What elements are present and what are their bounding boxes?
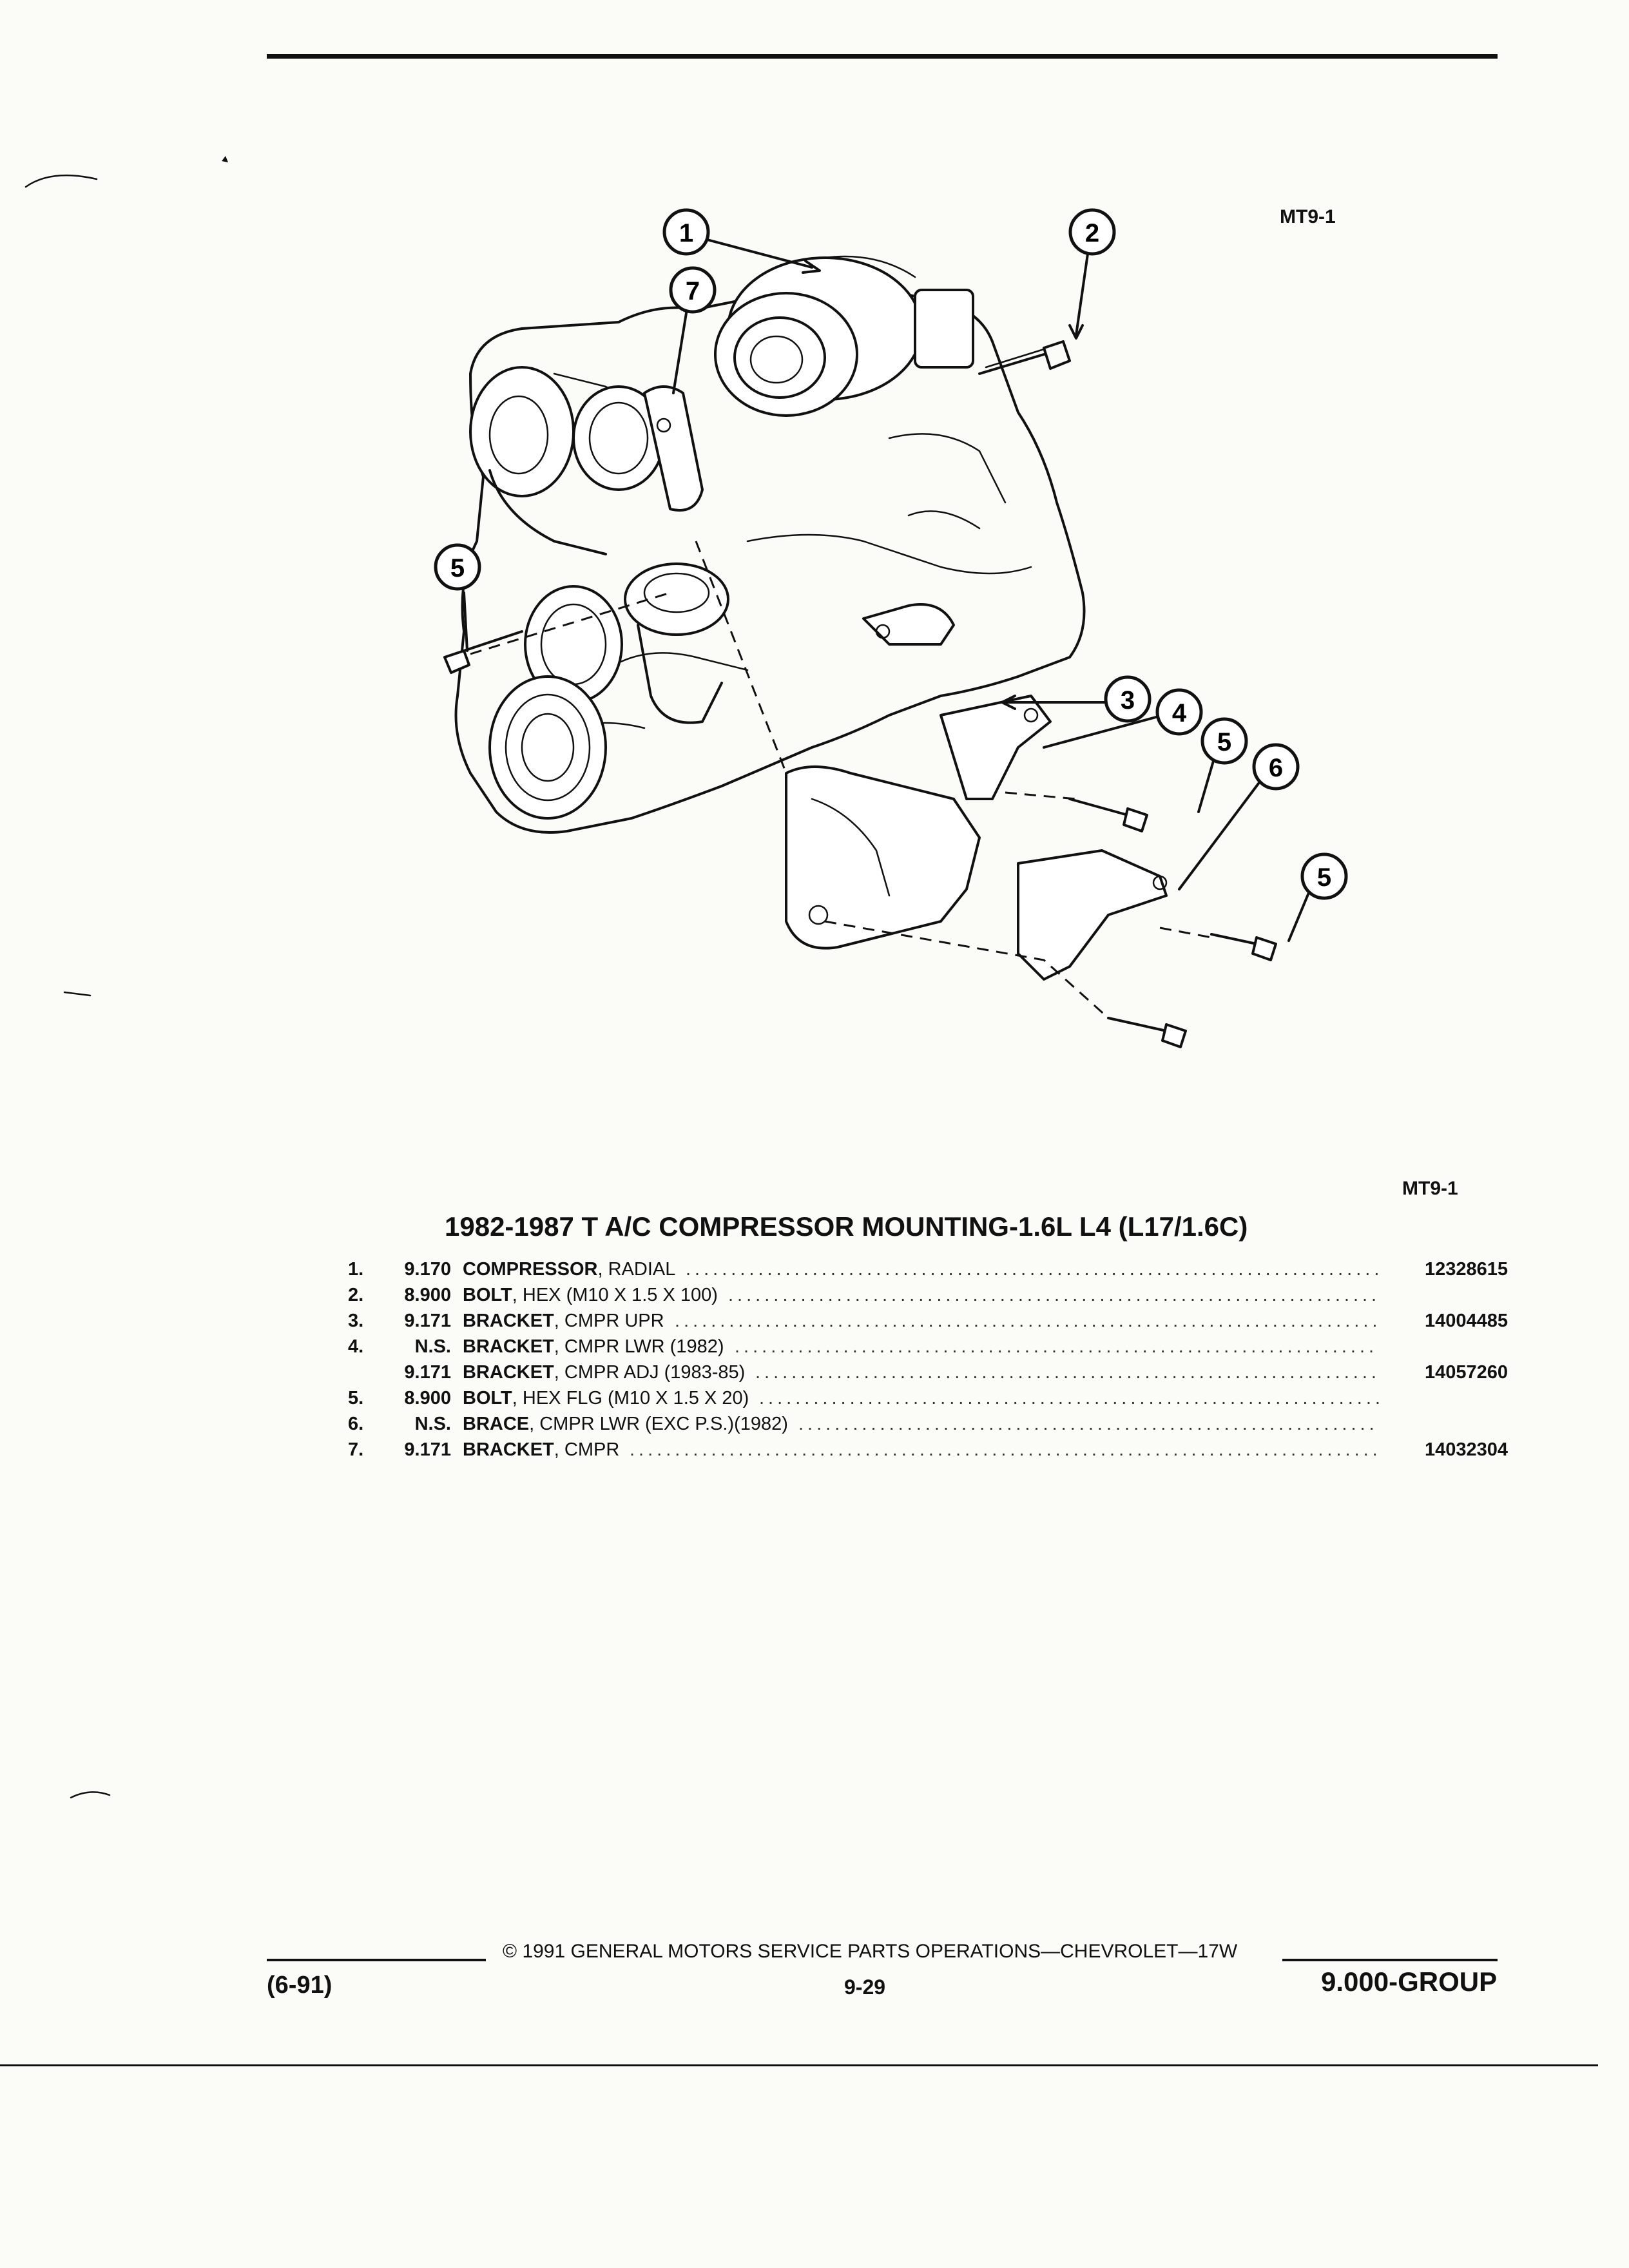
section-title: 1982-1987 T A/C COMPRESSOR MOUNTING-1.6L… [445,1211,1248,1242]
parts-list-row: 9.171 BRACKET, CMPR ADJ (1983-85)........… [348,1360,1508,1385]
callout-4: 4 [1155,688,1203,736]
dot-leader: ........................................… [728,1285,1379,1305]
parts-list-row: 1. 9.170 COMPRESSOR, RADIAL...............… [348,1256,1508,1282]
parts-list-row: 4. N.S. BRACKET, CMPR LWR (1982)..........… [348,1334,1508,1360]
svg-text:6: 6 [1269,754,1283,782]
group-number: 8.900 [404,1285,451,1305]
callout-7: 7 [669,266,717,314]
item-number: 2. [348,1285,364,1305]
dot-leader: ........................................… [755,1362,1379,1383]
svg-text:2: 2 [1085,219,1099,247]
callout-3: 3 [1104,675,1152,723]
callout-5b: 5 [1200,717,1248,765]
svg-text:1: 1 [679,219,693,247]
part-name: BRACKET [463,1439,554,1460]
svg-text:5: 5 [1317,863,1331,892]
part-detail: , HEX (M10 X 1.5 X 100) [512,1285,718,1305]
svg-text:5: 5 [450,554,465,582]
group-number: 9.170 [404,1259,451,1280]
footer-group: 9.000-GROUP [1321,1966,1498,1997]
dot-leader: ........................................… [798,1414,1379,1434]
dot-leader: ........................................… [735,1336,1379,1357]
footer-date-code: (6-91) [267,1972,333,1999]
svg-text:4: 4 [1172,699,1187,727]
item-number: 4. [348,1336,364,1357]
figure-code-top: MT9-1 [1280,206,1336,227]
part-description: BRACKET, CMPR [463,1437,619,1463]
part-description: BRACKET, CMPR UPR [463,1308,664,1334]
item-number: 5. [348,1388,364,1408]
part-detail: , CMPR [554,1439,620,1460]
callout-1: 1 [662,208,710,256]
part-description: COMPRESSOR, RADIAL [463,1256,675,1282]
svg-text:3: 3 [1121,686,1135,715]
footer-rule-right [1282,1959,1498,1961]
group-number: N.S. [414,1336,451,1357]
part-number: 14057260 [1424,1362,1508,1383]
part-name: BOLT [463,1285,512,1305]
dot-leader: ........................................… [759,1388,1379,1408]
callout-6: 6 [1252,743,1300,791]
part-name: COMPRESSOR [463,1259,598,1280]
part-detail: , RADIAL [597,1259,676,1280]
footer-rule-left [267,1959,486,1961]
item-number: 3. [348,1311,364,1331]
parts-list-row: 5. 8.900 BOLT, HEX FLG (M10 X 1.5 X 20)...… [348,1385,1508,1411]
parts-list-row: 2. 8.900 BOLT, HEX (M10 X 1.5 X 100)......… [348,1282,1508,1308]
part-detail: , CMPR LWR (1982) [554,1336,724,1357]
part-description: BRACE, CMPR LWR (EXC P.S.)(1982) [463,1411,788,1437]
callout-2: 2 [1068,208,1116,256]
dot-leader: ........................................… [686,1259,1379,1280]
dot-leader: ........................................… [675,1311,1379,1331]
group-number: 8.900 [404,1388,451,1408]
dot-leader: ........................................… [630,1439,1379,1460]
item-number: 7. [348,1439,364,1460]
parts-list: 1. 9.170 COMPRESSOR, RADIAL...............… [348,1256,1508,1463]
part-description: BOLT, HEX FLG (M10 X 1.5 X 20) [463,1385,749,1411]
part-description: BRACKET, CMPR LWR (1982) [463,1334,724,1360]
part-name: BRACE [463,1414,530,1434]
parts-list-row: 7. 9.171 BRACKET, CMPR....................… [348,1437,1508,1463]
parts-list-row: 6. N.S. BRACE, CMPR LWR (EXC P.S.)(1982)..… [348,1411,1508,1437]
part-detail: , HEX FLG (M10 X 1.5 X 20) [512,1388,749,1408]
svg-text:5: 5 [1217,728,1231,756]
parts-list-row: 3. 9.171 BRACKET, CMPR UPR................… [348,1308,1508,1334]
top-rule [267,54,1498,59]
part-description: BOLT, HEX (M10 X 1.5 X 100) [463,1282,718,1308]
svg-text:7: 7 [686,277,700,305]
footer-page-number: 9-29 [844,1975,886,1999]
part-detail: , CMPR LWR (EXC P.S.)(1982) [529,1414,788,1434]
part-description: BRACKET, CMPR ADJ (1983-85) [463,1360,745,1385]
part-name: BRACKET [463,1336,554,1357]
group-number: 9.171 [404,1311,451,1331]
figure-code-lower: MT9-1 [1402,1178,1458,1199]
group-number: N.S. [414,1414,451,1434]
exploded-view-diagram: 1 2 3 4 5 5 5 6 7 [434,208,1348,1048]
part-number: 14032304 [1424,1439,1508,1460]
callout-5c: 5 [1300,852,1348,900]
part-name: BOLT [463,1388,512,1408]
group-number: 9.171 [404,1439,451,1460]
part-detail: , CMPR UPR [554,1311,664,1331]
part-detail: , CMPR ADJ (1983-85) [554,1362,746,1383]
group-number: 9.171 [404,1362,451,1383]
item-number: 6. [348,1414,364,1434]
callout-5a: 5 [434,543,481,591]
bottom-rule [0,2064,1598,2066]
part-name: BRACKET [463,1311,554,1331]
part-number: 14004485 [1424,1311,1508,1331]
part-number: 12328615 [1424,1259,1508,1280]
part-name: BRACKET [463,1362,554,1383]
footer-copyright: © 1991 GENERAL MOTORS SERVICE PARTS OPER… [503,1941,1238,1962]
item-number: 1. [348,1259,364,1280]
